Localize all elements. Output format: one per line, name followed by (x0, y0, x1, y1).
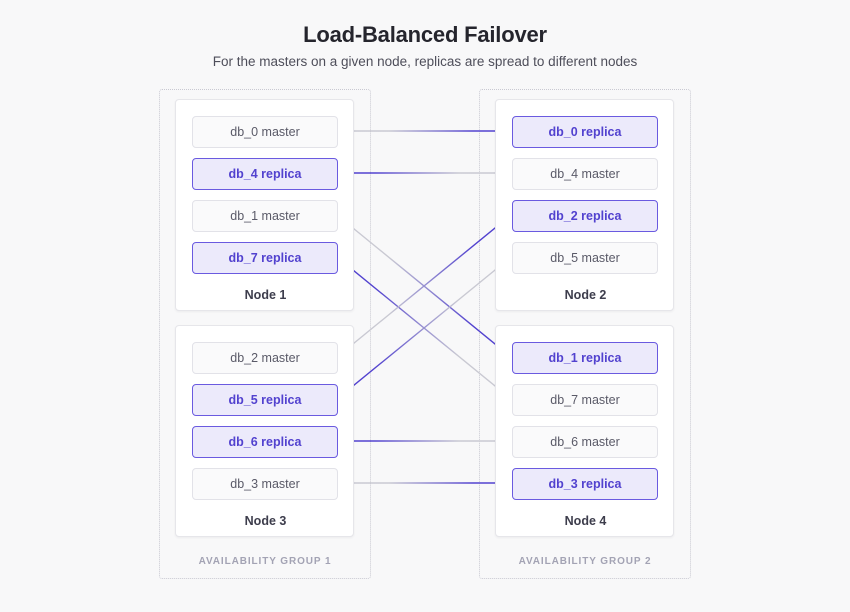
db-box-node2-slot2[interactable]: db_2 replica (512, 200, 658, 232)
db-box-node2-slot1[interactable]: db_4 master (512, 158, 658, 190)
node-card-node4[interactable]: db_1 replica db_7 master db_6 master db_… (495, 325, 674, 537)
db-box-node3-slot1[interactable]: db_5 replica (192, 384, 338, 416)
db-box-node1-slot0[interactable]: db_0 master (192, 116, 338, 148)
db-box-node1-slot1[interactable]: db_4 replica (192, 158, 338, 190)
node-label-node2: Node 2 (564, 288, 607, 302)
availability-group-1-label: AVAILABILITY GROUP 1 (198, 556, 332, 567)
node-label-node3: Node 3 (244, 514, 287, 528)
page-subtitle: For the masters on a given node, replica… (212, 54, 638, 69)
availability-group-2-label: AVAILABILITY GROUP 2 (518, 556, 652, 567)
node-label-node1: Node 1 (244, 288, 287, 302)
node-card-node3[interactable]: db_2 master db_5 replica db_6 replica db… (175, 325, 354, 537)
db-box-node3-slot0[interactable]: db_2 master (192, 342, 338, 374)
node-card-node2[interactable]: db_0 replica db_4 master db_2 replica db… (495, 99, 674, 311)
page-title: Load-Balanced Failover (303, 22, 547, 47)
db-box-node4-slot3[interactable]: db_3 replica (512, 468, 658, 500)
node-label-node4: Node 4 (564, 514, 607, 528)
db-box-node3-slot2[interactable]: db_6 replica (192, 426, 338, 458)
db-box-node1-slot3[interactable]: db_7 replica (192, 242, 338, 274)
db-box-node2-slot3[interactable]: db_5 master (512, 242, 658, 274)
node-card-node1[interactable]: db_0 master db_4 replica db_1 master db_… (175, 99, 354, 311)
db-box-node1-slot2[interactable]: db_1 master (192, 200, 338, 232)
db-box-node3-slot3[interactable]: db_3 master (192, 468, 338, 500)
db-box-node4-slot0[interactable]: db_1 replica (512, 342, 658, 374)
db-box-node2-slot0[interactable]: db_0 replica (512, 116, 658, 148)
db-box-node4-slot1[interactable]: db_7 master (512, 384, 658, 416)
db-box-node4-slot2[interactable]: db_6 master (512, 426, 658, 458)
